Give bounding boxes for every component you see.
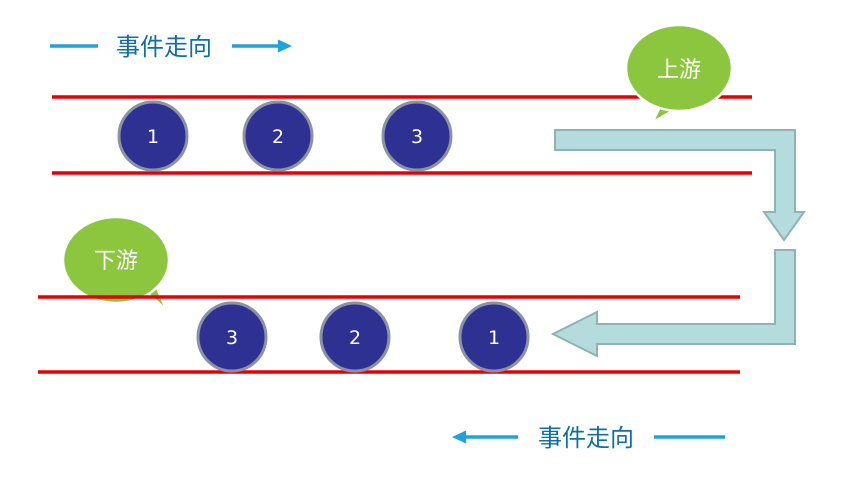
left-arrow-icon	[452, 430, 466, 444]
downstream-callout-bubble	[61, 215, 171, 305]
upstream-callout: 上游	[624, 23, 734, 125]
flow-down-arrow	[554, 129, 806, 242]
top-event-1: 1	[117, 100, 189, 172]
event-number: 3	[226, 327, 238, 349]
top-direction-label: 事件走向	[116, 33, 212, 61]
downstream-callout-joint	[139, 285, 156, 292]
top-event-3: 3	[381, 100, 453, 172]
event-circle	[117, 100, 189, 172]
upstream-callout-joint	[657, 100, 680, 103]
top-event-2: 2	[242, 100, 314, 172]
bottom-event-3: 3	[196, 301, 268, 373]
event-number: 1	[147, 126, 159, 148]
bottom-lane: 3 2 1	[38, 295, 740, 374]
event-circle	[381, 100, 453, 172]
event-circle	[458, 301, 530, 373]
event-circle	[242, 100, 314, 172]
top-direction-indicator: 事件走向	[50, 33, 292, 61]
right-arrow-icon	[278, 39, 292, 53]
bottom-direction-label: 事件走向	[538, 424, 634, 452]
top-lane: 1 2 3	[52, 95, 752, 175]
event-number: 2	[349, 327, 361, 349]
flow-left-arrow	[550, 249, 796, 358]
bottom-event-1: 1	[458, 301, 530, 373]
downstream-callout: 下游	[61, 215, 171, 310]
bottom-event-2: 2	[319, 301, 391, 373]
event-number: 2	[272, 126, 284, 148]
downstream-label: 下游	[94, 249, 138, 274]
upstream-label: 上游	[657, 58, 701, 83]
bottom-direction-indicator: 事件走向	[452, 424, 725, 452]
upstream-callout-bubble	[624, 23, 734, 113]
event-number: 3	[411, 126, 423, 148]
event-circle	[319, 301, 391, 373]
event-circle	[196, 301, 268, 373]
event-number: 1	[488, 327, 500, 349]
